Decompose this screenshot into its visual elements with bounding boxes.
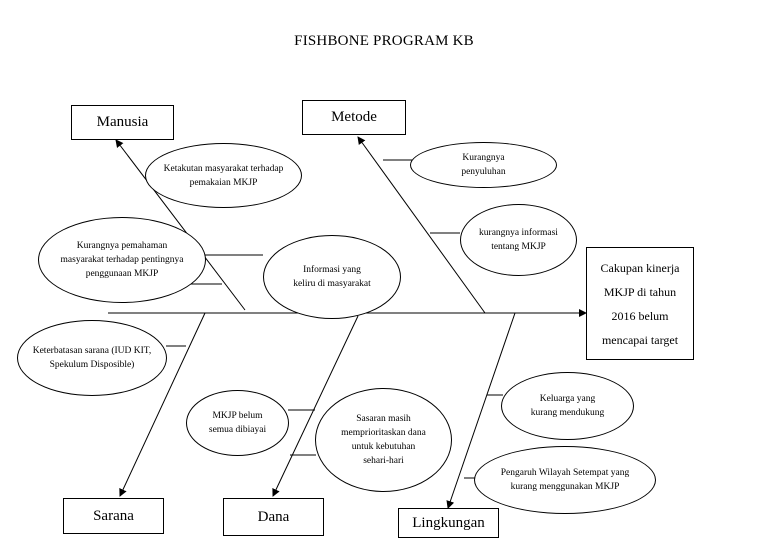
bone-dana [272,315,359,497]
bone-metode [357,136,486,314]
cause-manusia-1: Ketakutan masyarakat terhadap pemakaian … [145,143,302,208]
category-dana: Dana [223,498,324,536]
cause-sarana-1: Keterbatasan sarana (IUD KIT, Spekulum D… [17,320,167,396]
cause-lingkungan-2: Pengaruh Wilayah Setempat yang kurang me… [474,446,656,514]
bone-lingkungan [446,312,516,509]
cause-manusia-3: Informasi yang keliru di masyarakat [263,235,401,319]
cause-dana-1: MKJP belum semua dibiayai [186,390,289,456]
cause-metode-2: kurangnya informasi tentang MKJP [460,204,577,276]
effect-box: Cakupan kinerja MKJP di tahun 2016 belum… [586,247,694,360]
cause-manusia-2: Kurangnya pemahaman masyarakat terhadap … [38,217,206,303]
category-manusia: Manusia [71,105,174,140]
category-metode: Metode [302,100,406,135]
cause-dana-2: Sasaran masih memprioritaskan dana untuk… [315,388,452,492]
cause-lingkungan-1: Keluarga yang kurang mendukung [501,372,634,440]
bone-manusia [115,139,246,311]
category-lingkungan: Lingkungan [398,508,499,538]
cause-metode-1: Kurangnya penyuluhan [410,142,557,188]
category-sarana: Sarana [63,498,164,534]
bone-sarana [119,312,206,497]
diagram-title: FISHBONE PROGRAM KB [294,33,474,49]
